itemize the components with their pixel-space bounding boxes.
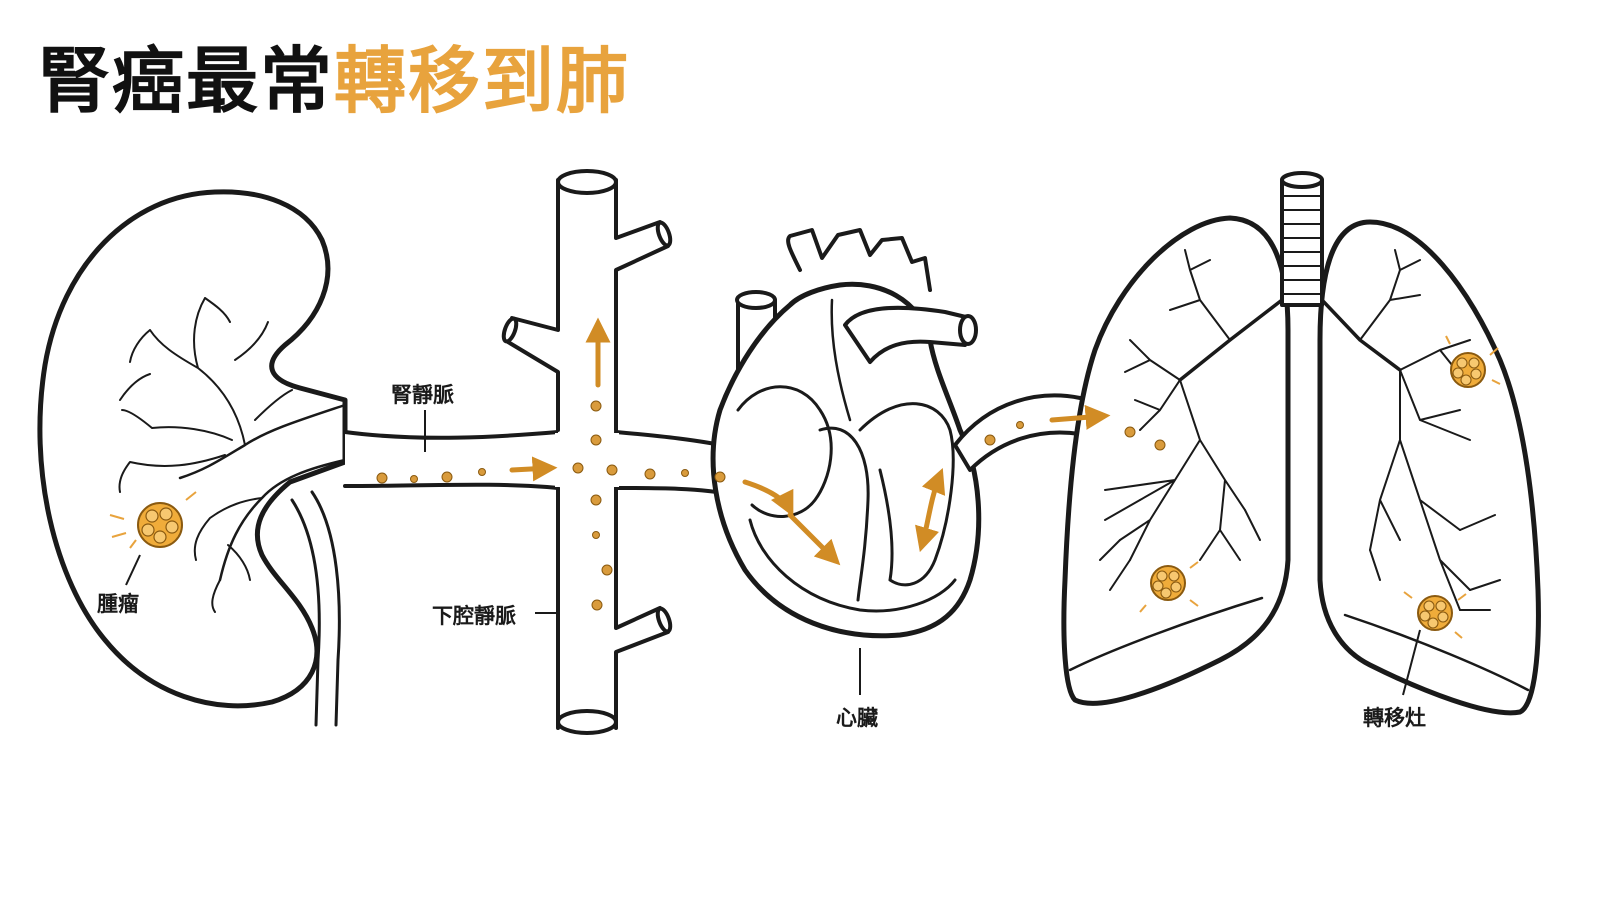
label-ivc: 下腔靜脈 <box>432 604 516 628</box>
label-renal-vein: 腎靜脈 <box>391 383 454 407</box>
label-heart: 心臟 <box>836 706 878 730</box>
metastasis-2 <box>1139 561 1199 613</box>
heart-outline <box>710 281 982 639</box>
vessels <box>343 169 792 735</box>
heart <box>710 228 982 639</box>
title-part-accent: 轉移到肺 <box>334 39 631 123</box>
leader-lines <box>125 410 1421 696</box>
flow-dots <box>376 400 1166 611</box>
ureter <box>290 490 341 727</box>
lungs <box>1061 171 1541 716</box>
lung-right <box>1317 219 1541 716</box>
trachea <box>1280 178 1324 307</box>
tumor-primary <box>109 491 197 549</box>
flow-arrows <box>509 317 1111 566</box>
metastasis-3 <box>1403 591 1467 639</box>
kidney <box>37 189 348 727</box>
ivc-top-opening <box>556 169 618 195</box>
page-title: 腎癌最常轉移到肺 <box>38 22 630 127</box>
label-tumor: 腫瘤 <box>97 592 139 616</box>
metastasis-1 <box>1445 335 1501 388</box>
kidney-outline <box>37 189 348 709</box>
label-metastasis: 轉移灶 <box>1363 706 1426 730</box>
ivc-bottom-opening <box>556 709 618 735</box>
lung-left <box>1061 215 1291 706</box>
title-part-dark: 腎癌最常 <box>38 39 335 123</box>
